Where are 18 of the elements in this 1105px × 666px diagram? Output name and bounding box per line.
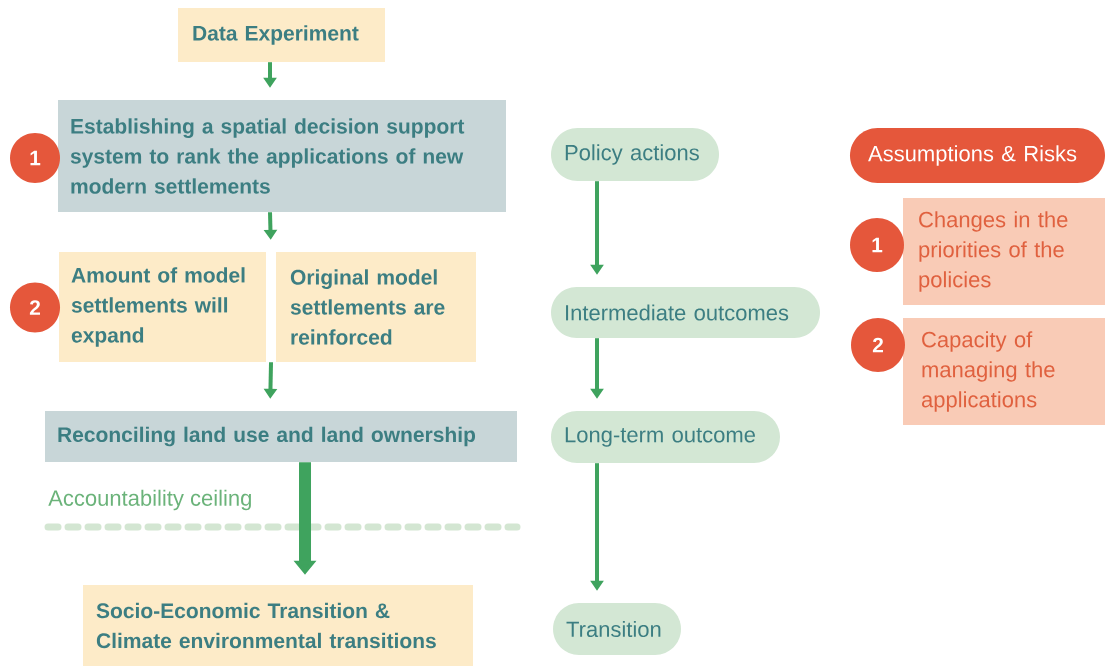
- heading-pill: Assumptions & Risks: [850, 128, 1105, 183]
- process-box: Socio-Economic Transition & Climate environmental transitions: [83, 585, 473, 666]
- risk-box: Capacity of managing the applications: [903, 318, 1105, 425]
- process-box: Data Experiment: [178, 8, 385, 62]
- number-badge: 1: [850, 218, 904, 272]
- stage-pill: Transition: [553, 603, 681, 655]
- number-badge: 2: [10, 282, 60, 333]
- process-box: Original model settlements are reinforced: [276, 252, 476, 362]
- risk-box: Changes in the priorities of the policies: [903, 198, 1105, 305]
- process-box: Establishing a spatial decision support system to rank the applications of new modern settlements: [58, 100, 506, 212]
- number-badge: 2: [851, 318, 905, 372]
- stage-pill: Intermediate outcomes: [551, 287, 820, 338]
- stage-pill: Long-term outcome: [551, 411, 780, 463]
- process-box: Reconciling land use and land ownership: [45, 411, 517, 462]
- process-box: Amount of model settlements will expand: [59, 252, 266, 362]
- number-badge: 1: [10, 133, 60, 183]
- ceiling-label: Accountability ceiling: [48, 489, 251, 511]
- stage-pill: Policy actions: [551, 128, 719, 181]
